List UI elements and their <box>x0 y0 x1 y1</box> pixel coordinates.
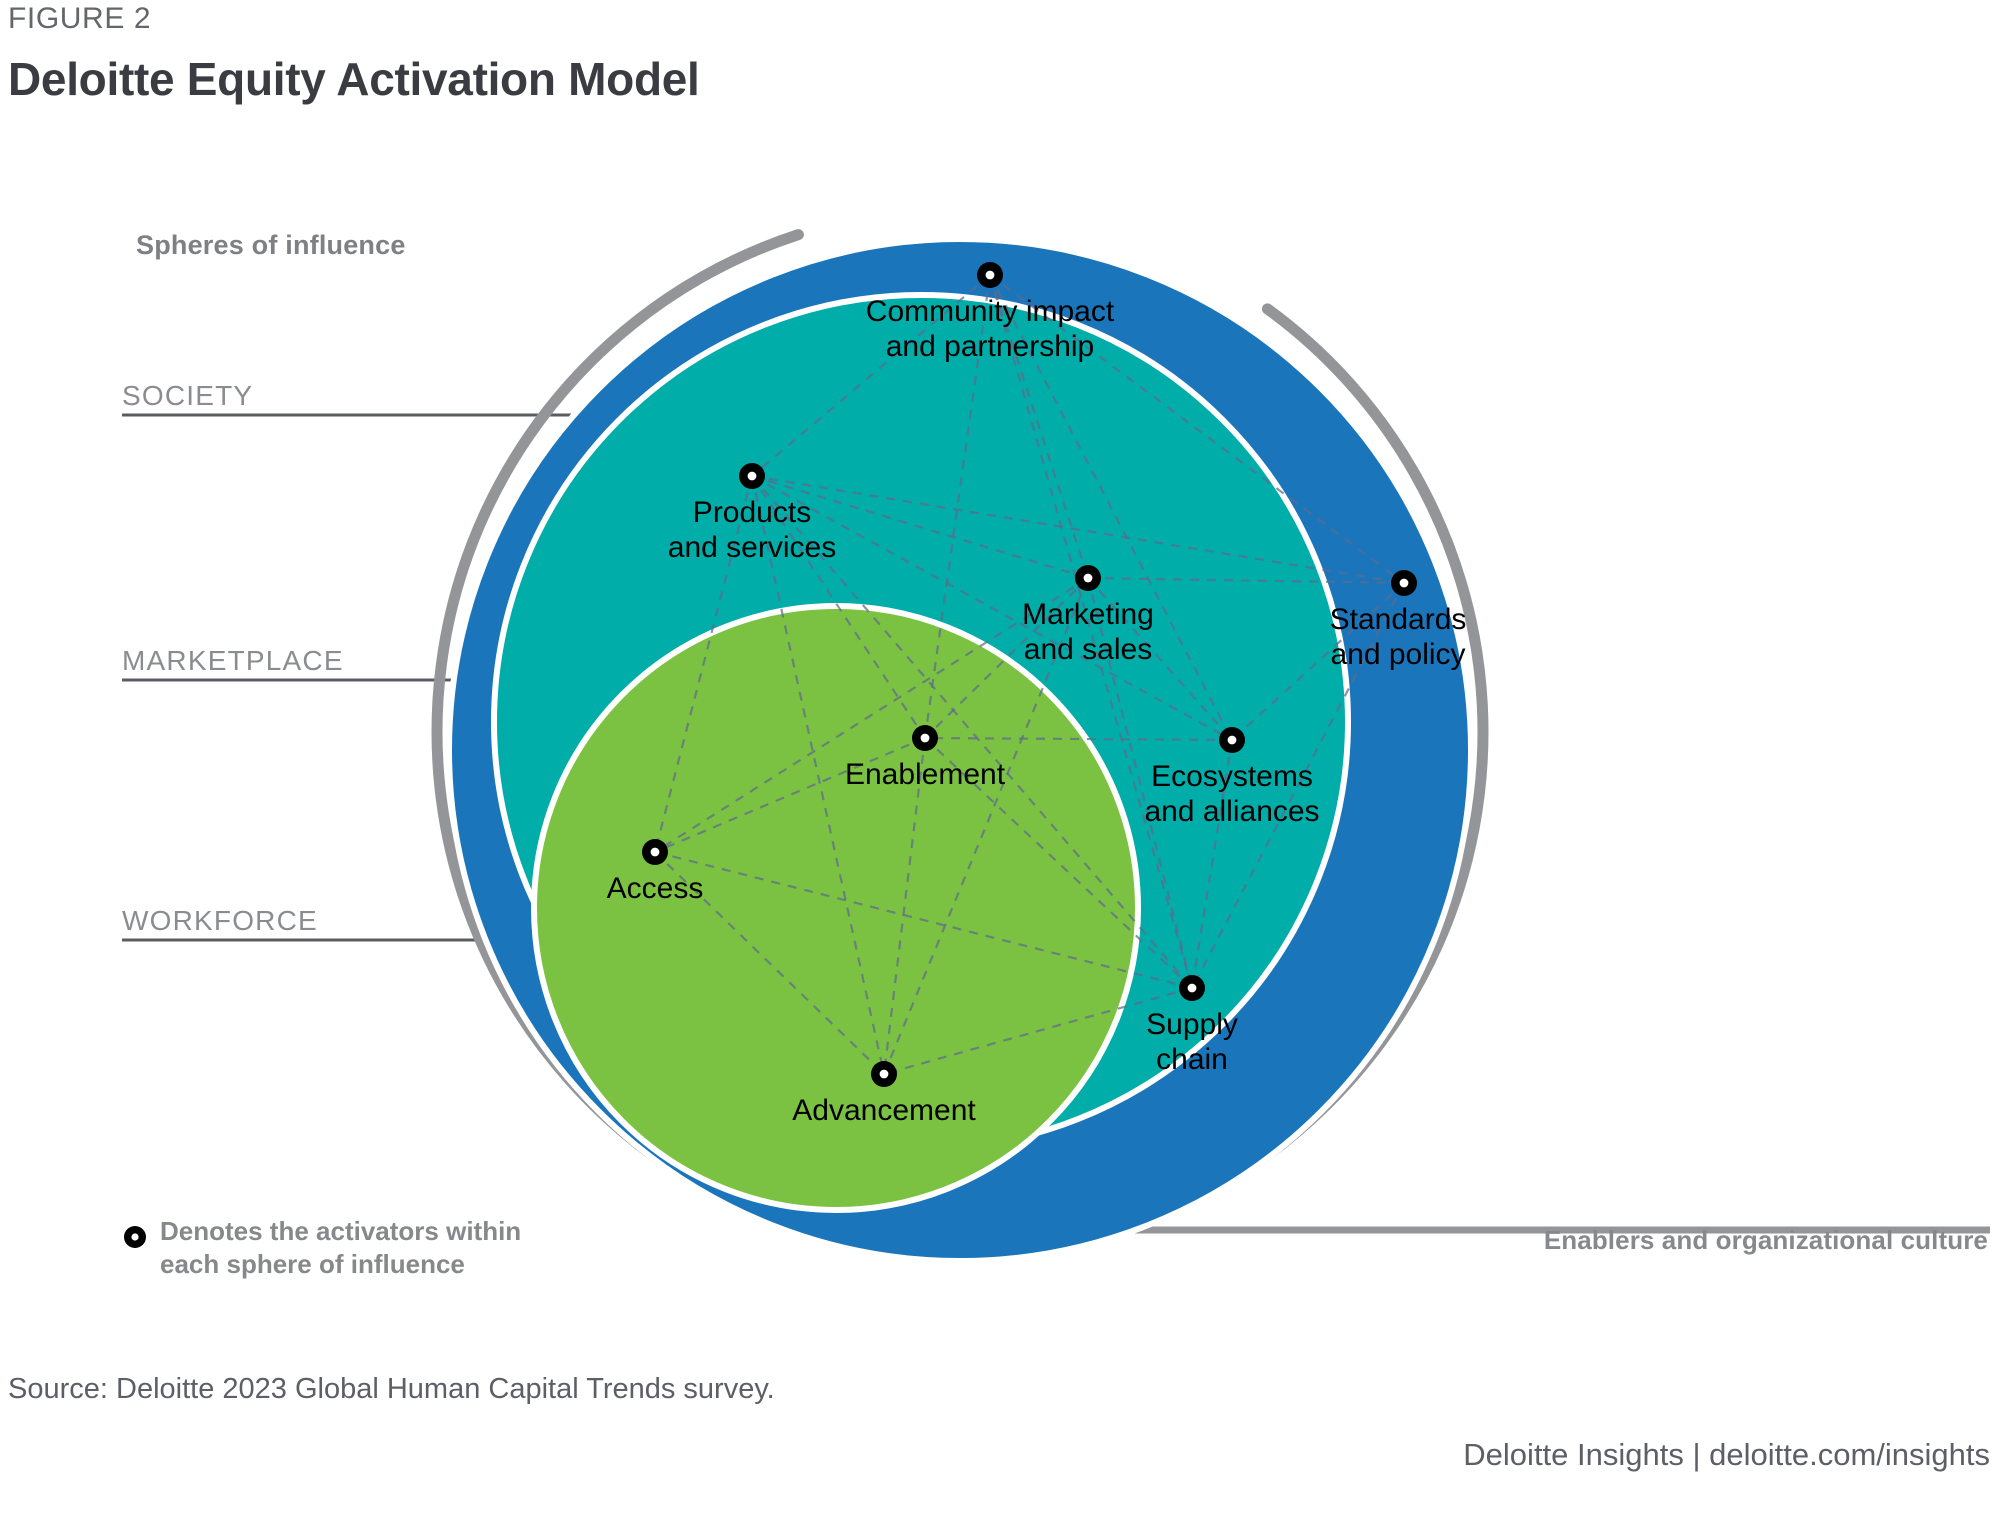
connector-products-enablement <box>751 475 926 739</box>
activator-node-products <box>739 463 765 489</box>
sphere-workforce <box>531 603 1141 1213</box>
connector-enablement-advancement <box>882 737 927 1075</box>
activator-node-ecosystems <box>1219 727 1245 753</box>
connector-ecosystems-supply <box>1190 739 1234 989</box>
source-note: Source: Deloitte 2023 Global Human Capit… <box>8 1373 775 1405</box>
sphere-tick-marketplace: MARKETPLACE <box>122 645 344 676</box>
connector-marketing-enablement <box>924 577 1089 739</box>
activator-node-enablement <box>912 725 938 751</box>
activator-dot-icon <box>122 1215 148 1255</box>
connector-products-ecosystems <box>751 475 1233 741</box>
legend-text: Denotes the activators within each spher… <box>160 1215 521 1282</box>
connector-marketing-advancement <box>882 577 1090 1075</box>
connector-enablement-access <box>654 736 926 854</box>
equity-activation-diagram <box>0 120 2000 1340</box>
page-title: Deloitte Equity Activation Model <box>8 53 700 105</box>
activator-node-standards <box>1391 570 1417 596</box>
connector-products-access <box>653 475 754 853</box>
connector-community-marketing <box>988 274 1090 579</box>
connector-products-marketing <box>751 474 1089 580</box>
sphere-tick-workforce: WORKFORCE <box>122 905 318 936</box>
enablers-label: Enablers and organizational culture <box>1543 1225 1988 1255</box>
legend-line-2: each sphere of influence <box>160 1249 465 1280</box>
brand-footer: Deloitte Insights | deloitte.com/insight… <box>1463 1437 1990 1472</box>
connector-supply-advancement <box>883 986 1193 1076</box>
legend-line-1: Denotes the activators within <box>160 1216 522 1246</box>
activator-connections <box>653 274 1405 1076</box>
connector-marketing-supply <box>1086 577 1194 989</box>
connector-community-standards <box>989 274 1405 584</box>
connector-ecosystems-enablement <box>924 736 1233 742</box>
figure-label: FIGURE 2 <box>8 2 152 35</box>
activator-node-marketing <box>1075 565 1101 591</box>
activator-node-community <box>977 262 1003 288</box>
connector-standards-ecosystems <box>1231 582 1405 741</box>
spheres-of-influence-label: Spheres of influence <box>136 230 406 260</box>
activator-node-access <box>642 839 668 865</box>
sphere-tick-society: SOCIETY <box>122 380 254 411</box>
connector-supply-access <box>654 850 1193 990</box>
connector-community-ecosystems <box>989 274 1233 741</box>
connector-community-supply <box>988 274 1194 989</box>
connector-products-standards <box>751 474 1405 585</box>
connector-products-advancement <box>750 475 886 1075</box>
activator-node-supply <box>1179 975 1205 1001</box>
connector-products-supply <box>751 475 1193 989</box>
connector-marketing-ecosystems <box>1087 577 1233 741</box>
sphere-rings <box>431 229 1990 1264</box>
connector-standards-supply <box>1191 582 1405 989</box>
connector-marketing-standards <box>1087 576 1405 585</box>
connector-community-products <box>751 274 991 477</box>
connector-access-advancement <box>654 851 885 1075</box>
connector-marketing-access <box>654 577 1089 853</box>
activator-nodes <box>642 262 1417 1087</box>
activator-node-advancement <box>871 1061 897 1087</box>
legend: Denotes the activators within each spher… <box>122 1215 642 1282</box>
